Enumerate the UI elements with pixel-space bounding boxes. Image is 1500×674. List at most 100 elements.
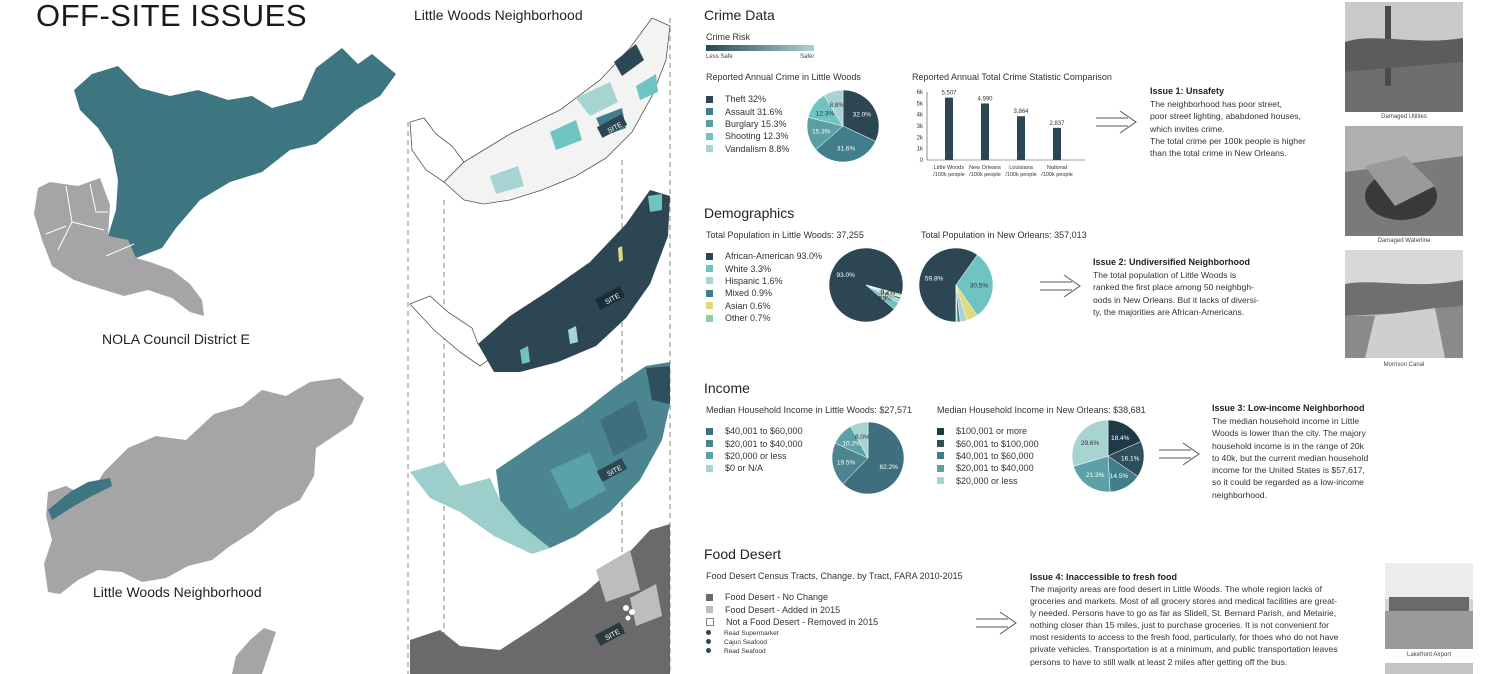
- crime-bar-title: Reported Annual Total Crime Statistic Co…: [912, 72, 1112, 82]
- pie-label: 19.5%: [837, 460, 856, 467]
- food-legend-item: Food Desert - No Change: [706, 591, 878, 603]
- pie-label: 8.8%: [829, 102, 844, 109]
- pie-slice: [865, 284, 903, 297]
- food-point-item: Read Seafood: [706, 647, 779, 656]
- photo-caption-4: Lakefront Airport: [1406, 652, 1452, 658]
- income-lw-legend-item: $40,001 to $60,000: [706, 425, 803, 437]
- pie-label: 16.1%: [1121, 456, 1140, 463]
- food-legend: Food Desert - No Change Food Desert - Ad…: [706, 591, 878, 628]
- photo-damaged-utilities: [1345, 2, 1463, 112]
- pie-label: 3.3%: [877, 296, 892, 303]
- little-woods-highlight: [74, 48, 396, 258]
- demo-legend-item: Asian 0.6%: [706, 300, 822, 312]
- neighborhood-grey-area: [44, 378, 364, 594]
- photo-caption-2: Damaged Waterline: [1377, 238, 1431, 244]
- photo-lakefront-airport: [1385, 563, 1473, 649]
- issue3-title: Issue 3: Low-income Neighborhood: [1212, 403, 1365, 413]
- issue2-title: Issue 2: Undiversified Neighborhood: [1093, 257, 1251, 267]
- income-no-legend-item: $20,000 or less: [937, 475, 1039, 487]
- pie-slice: [955, 254, 994, 316]
- income-lw-legend: $40,001 to $60,000 $20,001 to $40,000 $2…: [706, 425, 803, 475]
- income-lw-pie: 62.2%19.5%10.2%8.0%: [831, 421, 905, 495]
- crime-risk-gradient: [706, 45, 814, 51]
- pie-slice: [1073, 455, 1111, 493]
- district-grey-area: [34, 178, 204, 316]
- pie-label: 62.2%: [879, 464, 898, 471]
- district-label: NOLA Council District E: [102, 331, 250, 347]
- photo-caption-1: Damaged Utilites: [1381, 114, 1427, 120]
- x-tick-label: National: [1047, 165, 1067, 171]
- pie-label: 21.3%: [1086, 472, 1105, 479]
- neighborhood-label: Little Woods Neighborhood: [93, 584, 262, 600]
- pie-label: 0.9%: [880, 291, 895, 298]
- axon-layer-demographics: SITE: [409, 190, 670, 372]
- arrow-icon: [1040, 274, 1081, 298]
- y-tick-label: 4k: [917, 113, 924, 119]
- pop-new-orleans: Total Population in New Orleans: 357,013: [921, 230, 1087, 240]
- pie-label: 30.5%: [970, 283, 989, 290]
- crime-heading: Crime Data: [704, 7, 775, 23]
- income-lw-title: Median Household Income in Little Woods:…: [706, 405, 912, 415]
- income-heading: Income: [704, 380, 750, 396]
- pie-label: 14.5%: [1110, 473, 1129, 480]
- demo-legend-item: White 3.3%: [706, 262, 822, 274]
- y-tick-label: 3k: [917, 124, 924, 130]
- income-no-legend-item: $100,001 or more: [937, 425, 1039, 437]
- issue4-title: Issue 4: Inaccessible to fresh food: [1030, 572, 1178, 582]
- food-point-item: Cajun Seafood: [706, 638, 779, 647]
- bar: [981, 103, 989, 160]
- pie-slice: [850, 421, 869, 459]
- income-lw-legend-item: $20,000 or less: [706, 450, 803, 462]
- pie-label: 0.6%: [880, 290, 895, 297]
- arrow-icon: [976, 611, 1017, 635]
- pie-label: 0.7%: [881, 289, 896, 296]
- pie-label: 32.0%: [853, 112, 872, 119]
- photo-damaged-waterline: [1345, 126, 1463, 236]
- issue1-title: Issue 1: Unsafety: [1150, 86, 1225, 96]
- crime-legend-item: Assault 31.6%: [706, 105, 789, 117]
- bar-value-label: 3,864: [1013, 109, 1029, 115]
- crime-risk-high: Safer: [800, 54, 815, 60]
- income-no-legend: $100,001 or more $60,001 to $100,000 $40…: [937, 425, 1039, 487]
- y-tick-label: 2k: [917, 135, 924, 141]
- food-points: Read Supermarket Cajun Seafood Read Seaf…: [706, 629, 779, 656]
- neighborhood-highlight: [48, 478, 112, 520]
- demo-legend-item: Other 0.7%: [706, 312, 822, 324]
- bar-value-label: 4,990: [977, 96, 993, 102]
- income-lw-legend-item: $20,001 to $40,000: [706, 437, 803, 449]
- crime-pie: 32.0%31.6%15.3%12.3%8.8%: [806, 89, 880, 163]
- crime-legend: Theft 32% Assault 31.6% Burglary 15.3% S…: [706, 93, 789, 155]
- pie-label: 1.6%: [879, 292, 894, 299]
- photo-fragment: [1385, 663, 1473, 674]
- axon-layers: SITE SITE SITE SITE: [407, 17, 671, 674]
- x-tick-label: /100k people: [933, 172, 965, 178]
- food-point-item: Read Supermarket: [706, 629, 779, 638]
- axon-layer-income: SITE: [410, 362, 670, 554]
- bar: [1053, 127, 1061, 160]
- pie-slice: [1107, 419, 1142, 457]
- income-no-legend-item: $60,001 to $100,000: [937, 437, 1039, 449]
- pie-slice: [842, 421, 905, 495]
- x-tick-label: New Orleans: [969, 165, 1001, 171]
- pie-label: 29.6%: [1081, 440, 1100, 447]
- pie-slice: [1071, 419, 1109, 467]
- y-tick-label: 5k: [917, 101, 924, 107]
- bar-value-label: 2,837: [1049, 121, 1065, 127]
- page-title: OFF-SITE ISSUES: [36, 0, 308, 33]
- population-lw-pie: 93.0%3.3%1.6%0.9%0.6%0.7%: [828, 247, 904, 323]
- pie-label: 8.0%: [855, 434, 870, 441]
- bar-value-label: 5,507: [941, 91, 957, 97]
- arrow-icon: [1159, 442, 1200, 466]
- pie-slice: [815, 125, 876, 163]
- pie-label: 31.6%: [837, 146, 856, 153]
- demo-legend-item: African-American 93.0%: [706, 250, 822, 262]
- x-tick-label: /100k people: [969, 172, 1001, 178]
- bar: [945, 97, 953, 160]
- pie-label: 12.3%: [816, 110, 835, 117]
- pie-slice: [823, 89, 844, 127]
- pie-slice: [955, 284, 958, 323]
- photo-caption-3: Morrison Canal: [1383, 362, 1425, 368]
- y-tick-label: 1k: [917, 147, 924, 153]
